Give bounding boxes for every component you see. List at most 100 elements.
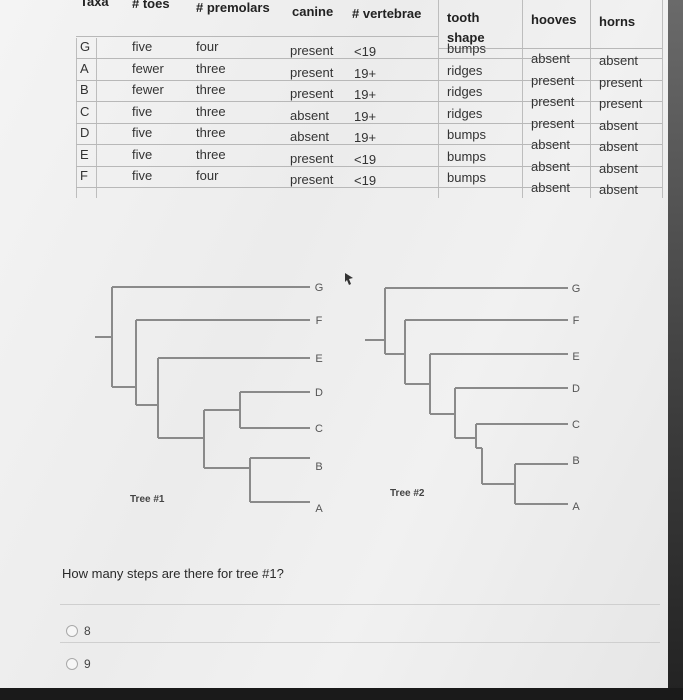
cell-vertebrae: 19+ [354,87,377,102]
tree1-leaf-e: E [315,353,322,365]
cell-vertebrae: 19+ [354,108,377,124]
radio-button[interactable] [66,624,78,637]
cell-toes: five [132,168,153,183]
answer-option-9[interactable]: 9 [66,656,91,671]
screen-bezel-bottom [0,688,683,700]
cell-hooves: present [531,94,575,109]
option-divider [60,604,660,605]
cell-hooves: present [531,72,575,88]
cell-toes: five [132,125,153,140]
cell-tooth-shape: ridges [447,84,483,99]
table-row-divider [76,187,662,188]
cell-hooves: absent [531,51,571,66]
tree1-leaf-g: G [315,282,324,294]
cell-premolars: four [196,39,219,54]
cell-hooves: absent [531,158,571,174]
cell-taxa: G [80,39,91,54]
cell-vertebrae: <19 [354,151,377,167]
cell-toes: fewer [132,82,164,97]
cell-toes: five [132,146,153,162]
cell-vertebrae: 19+ [354,65,377,81]
cell-taxa: C [80,103,90,119]
radio-button[interactable] [66,657,78,670]
table-row-divider [76,79,662,81]
header-taxa: Taxa [80,0,109,9]
tree2-leaf-c: C [572,419,580,431]
cell-horns: present [599,96,643,111]
cell-canine: absent [290,129,330,144]
cell-tooth-shape: bumps [447,127,487,142]
cell-premolars: four [196,168,219,183]
cell-horns: absent [599,139,639,154]
screen-area: Taxa # toes # premolars canine # vertebr… [0,0,670,690]
cell-tooth-shape: ridges [447,105,483,121]
tree2-leaf-d: D [572,383,580,395]
cell-vertebrae: 19+ [354,130,377,145]
screen-bezel-right [668,0,683,700]
cell-premolars: three [196,82,226,97]
header-tooth-shape: tooth shape [447,10,485,45]
cell-taxa: D [80,125,90,140]
option-label: 8 [84,623,91,638]
tree1-leaf-f: F [316,315,323,327]
cell-canine: absent [290,107,330,123]
tree1-caption: Tree #1 [130,494,165,505]
option-label: 9 [84,656,91,671]
cell-premolars: three [196,125,226,140]
cell-vertebrae: <19 [354,44,377,59]
table-row-divider [76,165,662,167]
cell-canine: present [290,43,334,58]
tree-2-diagram: G F E D C B A Tree #2 [365,283,581,513]
tree-1-diagram: G F E D C B A Tree #1 [95,282,324,515]
tree2-leaf-e: E [572,351,579,363]
tree2-leaf-a: A [572,501,580,513]
cell-toes: fewer [132,60,164,76]
cell-toes: five [132,103,153,119]
cell-horns: absent [599,117,639,133]
header-hooves: hooves [531,12,577,27]
cell-horns: present [599,74,643,90]
header-vertebrae: # vertebrae [352,6,422,21]
cell-taxa: F [80,168,88,183]
header-horns: horns [599,14,636,29]
cell-hooves: absent [531,180,571,195]
tree1-leaf-d: D [315,387,323,399]
cell-hooves: absent [531,137,571,152]
tree1-leaf-c: C [315,423,323,435]
tree1-leaf-b: B [315,461,322,473]
cell-horns: absent [599,53,639,68]
table-row-divider [76,58,662,59]
cell-taxa: B [80,82,89,97]
tree2-leaf-b: B [572,455,579,467]
cell-tooth-shape: bumps [447,41,487,56]
cell-taxa: A [80,60,89,76]
cell-premolars: three [196,60,226,76]
cell-taxa: E [80,146,89,162]
header-toes: # toes [132,0,170,11]
cell-canine: present [290,86,334,101]
table-row-divider [76,101,662,102]
cell-horns: absent [599,182,639,197]
cell-tooth-shape: bumps [447,148,487,164]
cell-toes: five [132,39,153,54]
tree2-leaf-f: F [573,315,580,327]
mouse-cursor-icon [345,273,353,285]
cell-canine: present [290,150,334,166]
option-divider [60,642,660,643]
cell-tooth-shape: ridges [447,62,483,78]
table-row-divider [76,122,662,124]
header-premolars: # premolars [196,0,270,15]
cell-horns: absent [599,160,639,176]
cell-canine: present [290,172,334,187]
answer-option-8[interactable]: 8 [66,623,91,638]
tree2-caption: Tree #2 [390,488,425,499]
question-text: How many steps are there for tree #1? [62,566,284,581]
cell-vertebrae: <19 [354,173,377,188]
table-row-divider [76,144,662,145]
cell-hooves: present [531,115,575,131]
cell-premolars: three [196,103,226,119]
cell-tooth-shape: bumps [447,170,487,185]
tree1-leaf-a: A [315,503,323,515]
header-canine: canine [292,4,334,19]
tree2-leaf-g: G [572,283,581,295]
